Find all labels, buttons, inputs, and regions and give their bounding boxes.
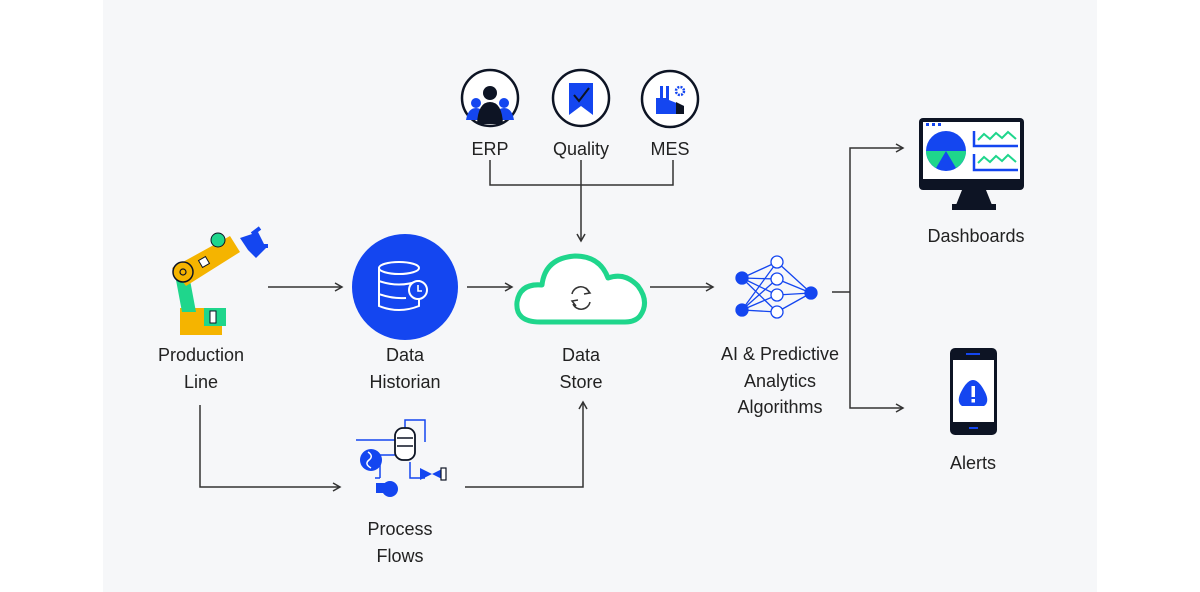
dashboards-label: Dashboards: [927, 226, 1024, 246]
arrow-process-to-store: [465, 400, 588, 488]
erp-label: ERP: [471, 139, 508, 159]
arrow-production-to-process: [199, 405, 342, 492]
arrow-ai-to-dashboards: [849, 143, 905, 292]
people-icon: [460, 68, 520, 128]
quality-label: Quality: [553, 139, 609, 159]
arrow-ai-to-alerts: [849, 292, 905, 413]
robot-arm-icon: [172, 226, 268, 335]
connectors: [199, 143, 905, 492]
monitor-dashboard-icon: [919, 118, 1024, 210]
neural-network-icon: [735, 255, 818, 319]
factory-gear-icon: [640, 69, 700, 129]
process-flow-icon: [356, 419, 447, 497]
cloud-sync-icon: [514, 253, 647, 325]
phone-alert-icon: [950, 348, 997, 435]
database-clock-icon: [352, 234, 458, 340]
ribbon-check-icon: [551, 68, 611, 128]
mes-label: MES: [650, 139, 689, 159]
alerts-label: Alerts: [950, 453, 996, 473]
